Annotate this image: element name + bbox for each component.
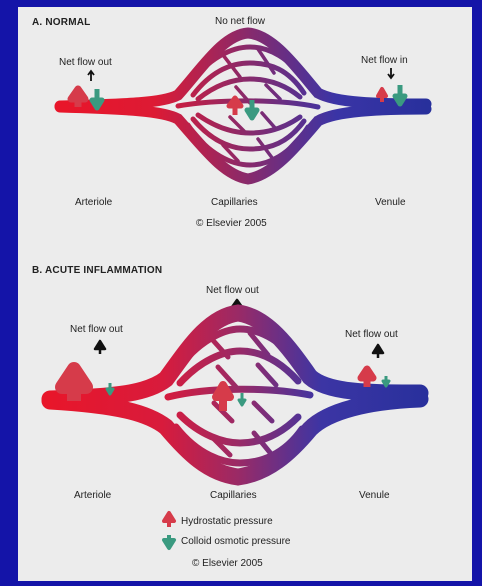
capillary-osmotic-arrow-icon [239, 393, 245, 405]
arteriole-osmotic-arrow-icon [92, 89, 102, 108]
panel-a-arteriole-label: Arteriole [75, 197, 113, 208]
panel-b-capillaries-label: Capillaries [210, 490, 257, 501]
panel-a-copyright: © Elsevier 2005 [196, 218, 267, 229]
panel-b: B. ACUTE INFLAMMATION Net flow out Net f… [32, 265, 420, 501]
capillary-hydrostatic-arrow-icon [229, 98, 241, 115]
panel-a-venule-label: Venule [375, 197, 406, 208]
panel-b-right-label: Net flow out [345, 329, 398, 340]
figure-panel: A. NORMAL No net flow Net flow out Net f… [18, 7, 472, 581]
legend: Hydrostatic pressure Colloid osmotic pre… [164, 513, 291, 569]
net-flow-in-arrow-icon [388, 68, 394, 78]
panel-b-title: B. ACUTE INFLAMMATION [32, 265, 162, 276]
net-flow-out-arrow-icon [88, 71, 94, 81]
panel-b-arteriole-label: Arteriole [74, 490, 112, 501]
panel-a-top-label: No net flow [215, 16, 266, 27]
panel-a-capillaries-label: Capillaries [211, 197, 258, 208]
legend-osmotic-label: Colloid osmotic pressure [181, 536, 291, 547]
panel-a: A. NORMAL No net flow Net flow out Net f… [32, 16, 426, 229]
venule-osmotic-arrow-icon [395, 85, 405, 104]
panel-a-right-label: Net flow in [361, 55, 408, 66]
panel-b-top-label: Net flow out [206, 285, 259, 296]
panel-b-venule-label: Venule [359, 490, 390, 501]
arteriole-net-flow-out-arrow-icon [95, 341, 105, 354]
panel-b-left-label: Net flow out [70, 324, 123, 335]
osmotic-legend-arrow-icon [164, 535, 174, 548]
panel-a-title: A. NORMAL [32, 17, 90, 28]
panel-a-left-label: Net flow out [59, 57, 112, 68]
venule-osmotic-arrow-icon [383, 376, 389, 386]
panel-b-copyright: © Elsevier 2005 [192, 558, 263, 569]
hydrostatic-legend-arrow-icon [164, 513, 174, 527]
venule-net-flow-out-arrow-icon [373, 345, 383, 358]
arteriole-osmotic-arrow-icon [107, 383, 113, 394]
legend-hydrostatic-label: Hydrostatic pressure [181, 516, 273, 527]
microcirculation-diagram: A. NORMAL No net flow Net flow out Net f… [18, 7, 472, 581]
